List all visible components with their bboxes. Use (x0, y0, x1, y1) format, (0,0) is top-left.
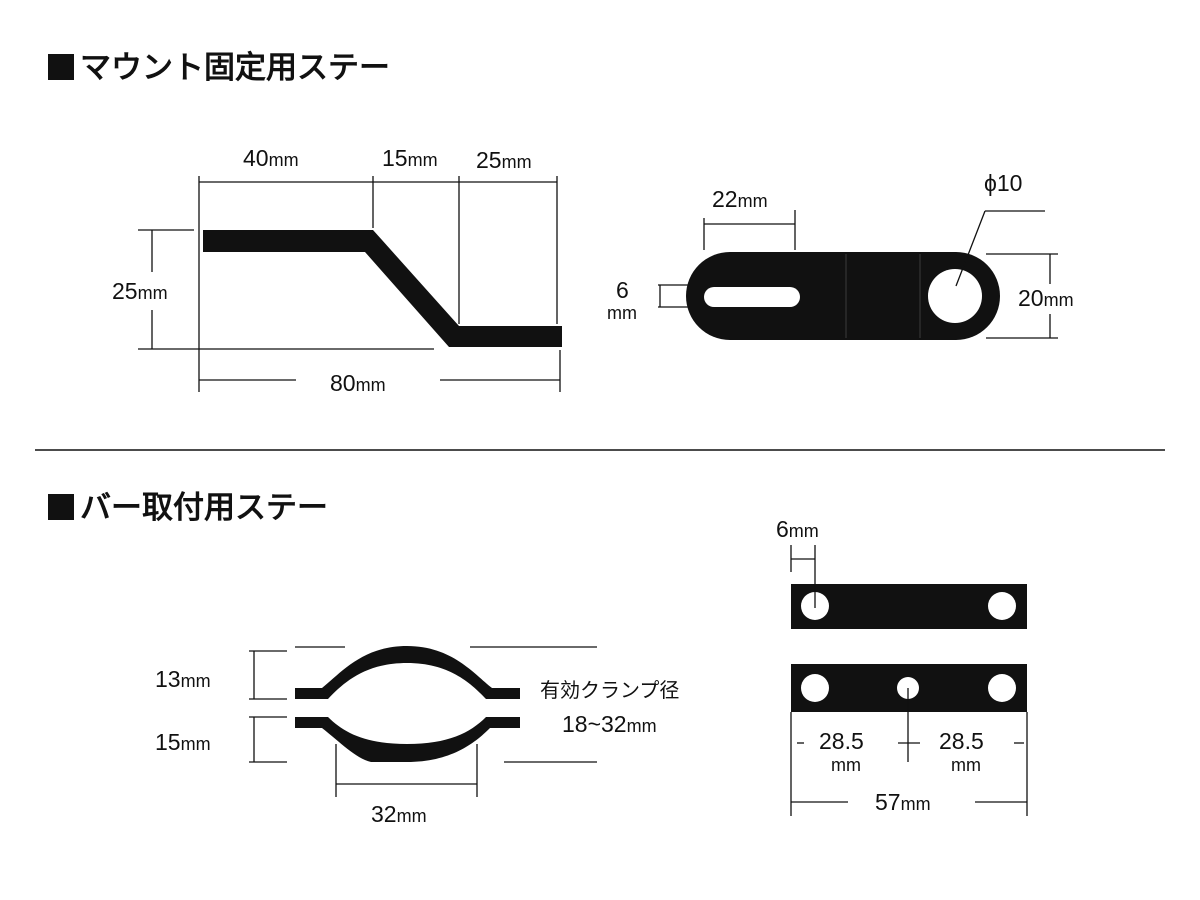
unit-mm: mm (627, 716, 657, 736)
svg-text:57mm: 57mm (875, 789, 931, 815)
clamp-range-value: 18~32 (562, 711, 627, 737)
unit-mm: mm (502, 152, 532, 172)
dim-15-lower: 15 (155, 729, 181, 755)
clamp-lower-half (295, 717, 520, 762)
square-bullet-icon (48, 494, 74, 520)
bent-bracket-shape (203, 230, 562, 347)
mount-stay-heading: マウント固定用ステー (48, 42, 390, 87)
svg-text:15mm: 15mm (382, 145, 438, 171)
dim-32: 32 (371, 801, 397, 827)
mount-stay-title: マウント固定用ステー (80, 50, 390, 86)
svg-text:13mm: 13mm (155, 666, 211, 692)
bar-stay-heading: バー取付用ステー (48, 482, 328, 527)
dim-22: 22 (712, 186, 738, 212)
dim-20: 20 (1018, 285, 1044, 311)
unit-mm: mm (138, 283, 168, 303)
mount-stay-plate-view (658, 210, 1058, 340)
unit-mm: mm (951, 755, 981, 775)
svg-text:20mm: 20mm (1018, 285, 1074, 311)
hole-diameter-label: ϕ10 (984, 170, 1022, 196)
unit-mm: mm (1044, 290, 1074, 310)
dim-80: 80 (330, 370, 356, 396)
unit-mm: mm (269, 150, 299, 170)
dim-15: 15 (382, 145, 408, 171)
svg-text:22mm: 22mm (712, 186, 768, 212)
svg-text:18~32mm: 18~32mm (562, 711, 657, 737)
mount-stay-side-view (138, 176, 562, 392)
unit-mm: mm (831, 755, 861, 775)
dim-6-slot: 6 (616, 277, 629, 303)
svg-text:25mm: 25mm (476, 147, 532, 173)
dim-28-5-left: 28.5 (819, 728, 864, 754)
unit-mm: mm (901, 794, 931, 814)
dim-28-5-right: 28.5 (939, 728, 984, 754)
dim-57: 57 (875, 789, 901, 815)
svg-text:40mm: 40mm (243, 145, 299, 171)
plate-body (686, 252, 1000, 340)
dim-13: 13 (155, 666, 181, 692)
dim-25-top: 25 (476, 147, 502, 173)
clamp-upper-half (295, 646, 520, 699)
unit-mm: mm (738, 191, 768, 211)
svg-text:15mm: 15mm (155, 729, 211, 755)
dim-25-height: 25 (112, 278, 138, 304)
unit-mm: mm (181, 734, 211, 754)
dim-6-hole: 6 (776, 516, 789, 542)
svg-text:6mm: 6mm (776, 516, 819, 542)
svg-text:80mm: 80mm (330, 370, 386, 396)
dim-40: 40 (243, 145, 269, 171)
bar-stay-title: バー取付用ステー (80, 490, 328, 526)
unit-mm: mm (789, 521, 819, 541)
svg-text:25mm: 25mm (112, 278, 168, 304)
bar-stay-plates-view (790, 545, 1028, 816)
unit-mm: mm (408, 150, 438, 170)
plate-slot (704, 287, 800, 307)
unit-mm: mm (181, 671, 211, 691)
unit-mm: mm (356, 375, 386, 395)
unit-mm: mm (397, 806, 427, 826)
clamp-range-label: 有効クランプ径 (540, 678, 679, 702)
bar-stay-clamp-view (249, 646, 597, 797)
plate-two-hole (791, 584, 1027, 629)
square-bullet-icon (48, 54, 74, 80)
svg-text:32mm: 32mm (371, 801, 427, 827)
plate-hole (928, 269, 982, 323)
unit-mm: mm (607, 303, 637, 323)
